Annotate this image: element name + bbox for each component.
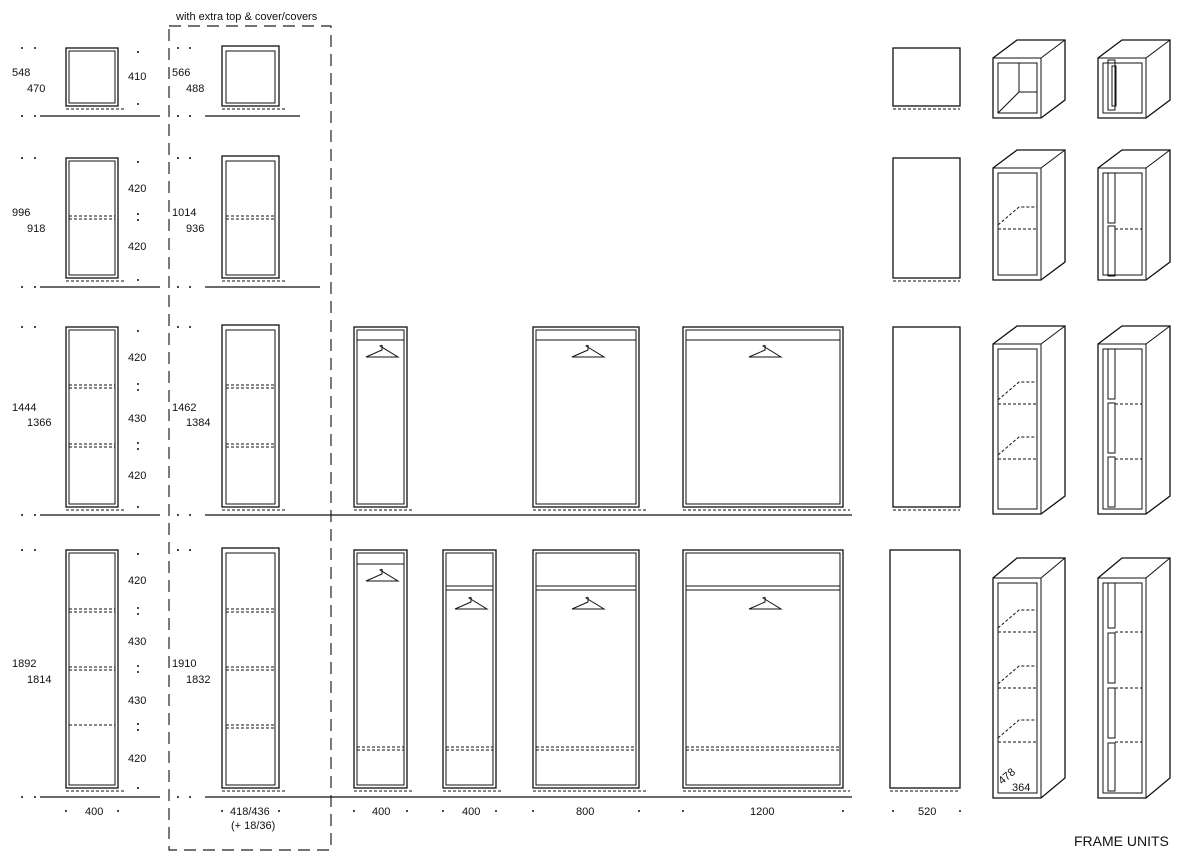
wardrobe-400-row-4 xyxy=(353,549,414,792)
iso-frame-fitted-row-3 xyxy=(1097,325,1171,515)
shelf-unit-row-2 xyxy=(65,157,126,282)
iso-frame-open-row-2 xyxy=(992,149,1066,281)
row-2-with-top-outer: 1014 xyxy=(172,207,196,219)
width-wardrobe-narrow: 400 xyxy=(372,806,390,818)
width-shelf-unit-with-top: 418/436 xyxy=(230,806,270,818)
iso-frame-open-row-3 xyxy=(992,325,1066,515)
width-wardrobe-medium: 800 xyxy=(576,806,594,818)
width-shelf-unit: 400 xyxy=(85,806,103,818)
depth-inner-label: 364 xyxy=(1012,782,1030,794)
shelf-unit-with-top-row-3 xyxy=(221,324,286,511)
side-panel-row-1 xyxy=(892,47,961,110)
row-2-section-height-1: 420 xyxy=(128,183,146,195)
shelf-unit-with-top-row-1 xyxy=(221,45,286,110)
row-3-section-height-3: 420 xyxy=(128,470,146,482)
wardrobe-1200-row-4 xyxy=(682,549,850,792)
iso-frame-fitted-row-1 xyxy=(1097,39,1171,119)
hanger-icon xyxy=(571,596,606,610)
width-side-panel: 520 xyxy=(918,806,936,818)
width-wardrobe-wide: 1200 xyxy=(750,806,774,818)
shelf-unit-row-4 xyxy=(65,549,126,792)
wardrobe-400-row-3 xyxy=(353,326,414,511)
wardrobe-800-row-3 xyxy=(532,326,646,511)
hanger-icon xyxy=(571,344,606,358)
hanger-icon xyxy=(365,344,400,358)
width-shelf-unit-with-top-extra: (+ 18/36) xyxy=(231,820,275,832)
row-3-with-top-inner: 1384 xyxy=(186,417,210,429)
hanger-icon xyxy=(454,596,489,610)
row-3-section-height-1: 420 xyxy=(128,352,146,364)
row-3-with-top-outer: 1462 xyxy=(172,402,196,414)
row-4-section-height-2: 430 xyxy=(128,636,146,648)
wardrobe-400-top-compartment-row-4 xyxy=(442,549,503,792)
row-4-outer-height: 1892 xyxy=(12,658,36,670)
row-4-with-top-inner: 1832 xyxy=(186,674,210,686)
hanger-icon xyxy=(748,596,783,610)
shelf-unit-row-3 xyxy=(65,326,126,511)
iso-frame-open-row-1 xyxy=(992,39,1066,119)
row-2-inner-height: 918 xyxy=(27,223,45,235)
side-panel-row-3 xyxy=(892,326,961,511)
iso-frame-fitted-row-4 xyxy=(1097,557,1171,799)
shelf-unit-row-1 xyxy=(65,47,126,110)
dimension-ticks xyxy=(21,47,961,812)
side-panel-row-2 xyxy=(892,157,961,282)
extra-top-note: with extra top & cover/covers xyxy=(175,11,318,23)
row-2-outer-height: 996 xyxy=(12,207,30,219)
row-4-section-height-4: 420 xyxy=(128,753,146,765)
hanger-icon xyxy=(748,344,783,358)
row-3-inner-height: 1366 xyxy=(27,417,51,429)
row-4-section-height-1: 420 xyxy=(128,575,146,587)
side-panel-row-4 xyxy=(889,549,961,792)
row-2-with-top-inner: 936 xyxy=(186,223,204,235)
iso-frame-open-row-4 xyxy=(992,557,1066,799)
row-1-inner-height: 470 xyxy=(27,83,45,95)
row-4-section-height-3: 430 xyxy=(128,695,146,707)
row-3-outer-height: 1444 xyxy=(12,402,36,414)
row-4-inner-height: 1814 xyxy=(27,674,51,686)
shelf-unit-with-top-row-2 xyxy=(221,155,286,282)
shelf-unit-with-top-row-4 xyxy=(221,547,286,792)
row-1-with-top-inner: 488 xyxy=(186,83,204,95)
iso-frame-fitted-row-2 xyxy=(1097,149,1171,281)
row-1-outer-height: 548 xyxy=(12,67,30,79)
hanger-icon xyxy=(365,568,400,582)
wardrobe-1200-row-3 xyxy=(682,326,850,511)
row-1-with-top-outer: 566 xyxy=(172,67,190,79)
wardrobe-800-row-4 xyxy=(532,549,646,792)
row-1-section-height: 410 xyxy=(128,71,146,83)
width-wardrobe-narrow-2: 400 xyxy=(462,806,480,818)
diagram-title: FRAME UNITS xyxy=(1074,833,1169,849)
row-3-section-height-2: 430 xyxy=(128,413,146,425)
row-2-section-height-2: 420 xyxy=(128,241,146,253)
row-4-with-top-outer: 1910 xyxy=(172,658,196,670)
extra-top-group-outline xyxy=(168,25,332,851)
